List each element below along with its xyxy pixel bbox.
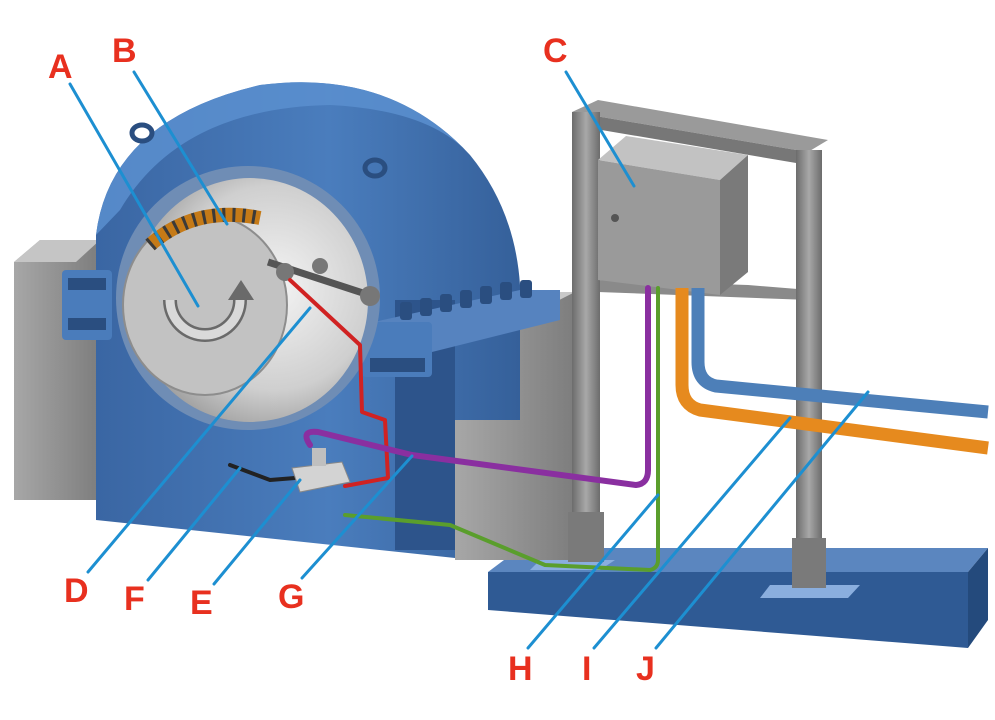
callout-label-a: A <box>48 48 73 86</box>
callout-label-g: G <box>278 578 304 616</box>
leader-line-d <box>86 306 312 574</box>
leader-line-j <box>654 390 870 650</box>
callout-label-f: F <box>124 580 145 618</box>
leader-lines <box>68 70 870 650</box>
leader-line-a <box>68 82 200 308</box>
leader-line-i <box>592 416 792 650</box>
callout-label-i: I <box>582 650 591 688</box>
leader-line-f <box>146 466 242 582</box>
callout-label-d: D <box>64 572 89 610</box>
base-plinth <box>488 548 988 648</box>
control-box <box>598 136 748 295</box>
support-frame <box>568 100 828 588</box>
callout-label-c: C <box>543 32 568 70</box>
end-cover-disc <box>116 166 380 430</box>
leader-line-g <box>300 454 414 580</box>
pipes <box>675 288 989 455</box>
callout-label-b: B <box>112 32 137 70</box>
cables <box>228 278 660 572</box>
callout-label-j: J <box>636 650 655 688</box>
callout-label-e: E <box>190 584 213 622</box>
rotation-arrow-icon <box>163 280 254 342</box>
leader-line-c <box>564 70 636 188</box>
callout-labels: A B C D E F G H I J <box>48 32 655 688</box>
leader-line-e <box>212 478 302 586</box>
leader-line-b <box>132 70 229 226</box>
leader-line-h <box>526 493 660 650</box>
callout-label-h: H <box>508 650 533 688</box>
